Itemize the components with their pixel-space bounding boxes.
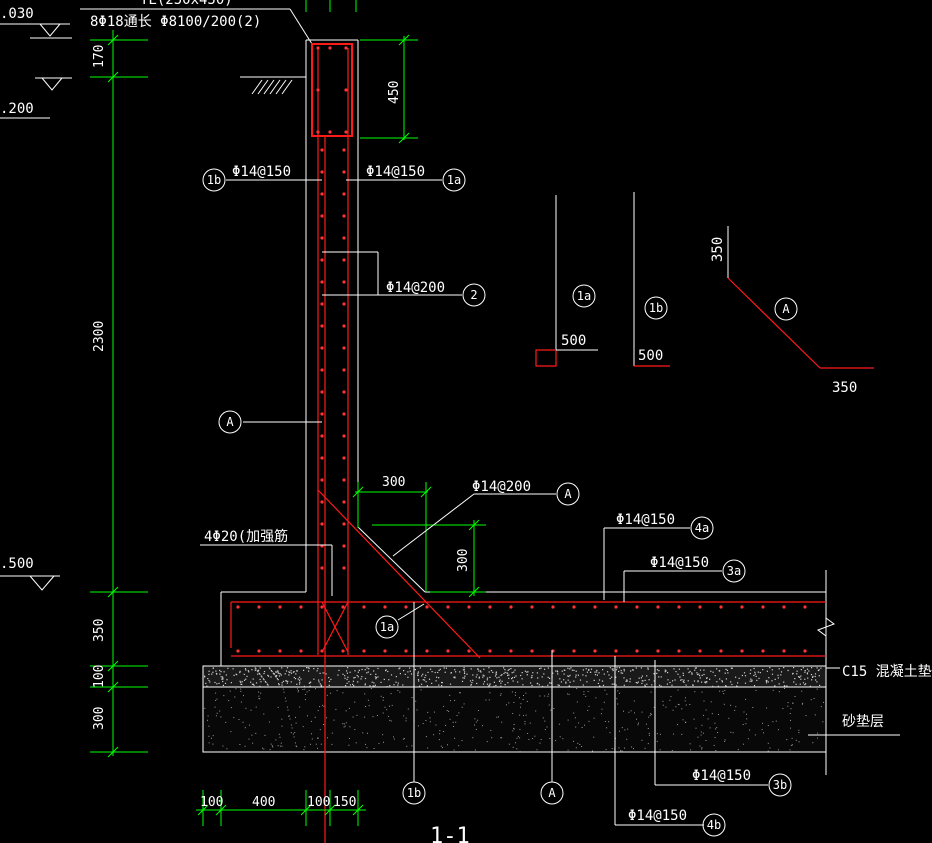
dim-300: 300 [92,707,107,730]
callout-1b-bottom: 1b [402,781,426,805]
ground-hatch [240,76,306,95]
svg-text:1b: 1b [649,301,663,315]
label-r4b: Φ14@150 [628,808,687,824]
svg-text:A: A [564,487,572,501]
label-reinforce: 4Φ20(加强筋 [204,528,288,545]
callouts: 1b 1a 2 A A 4a 3a 1a 1b A 3b 4b [202,168,792,837]
bent-350-h: 350 [832,380,857,396]
section-title: 1-1 [430,824,470,843]
label-r3a: Φ14@150 [650,555,709,571]
bar-details: 500 1a 500 1b 350 350 A [535,192,874,396]
layer-labels: C15 混凝土垫层 砂垫层 [842,664,932,730]
detail-callout-1b: 1b [644,296,668,320]
dim-haunch-h: 300 [456,549,471,572]
dim-beam-450: 450 [360,34,418,144]
svg-text:3b: 3b [773,778,787,792]
top-labels: TL(250x450) 8Φ18通长 Φ8100/200(2) [80,0,357,45]
dim-100: 100 [92,665,107,688]
callout-3b: 3b [768,773,792,797]
callout-1a-low: 1a [375,615,399,639]
beam-label: TL(250x450) [140,0,233,8]
dim-450: 450 [387,81,402,104]
svg-text:1a: 1a [380,620,394,634]
bent-500-a: 500 [561,333,586,349]
dim-b150: 150 [333,795,356,810]
detail-callout-1a: 1a [572,284,596,308]
bent-500-b: 500 [638,348,663,364]
callout-A-haunch: A [556,482,580,506]
svg-text:A: A [782,302,790,316]
label-rA: Φ14@200 [472,479,531,495]
dim-haunch: 300 300 [352,475,486,598]
callout-A: A [218,410,242,434]
dim-b100a: 100 [200,795,223,810]
left-dimension-chain: 170 2300 350 100 300 [90,30,148,758]
rebar-spec-label: 8Φ18通长 Φ8100/200(2) [90,14,261,30]
callout-A-bottom: A [540,781,564,805]
base-layers [202,570,836,775]
dim-2300: 2300 [92,321,107,352]
callout-4a: 4a [690,516,714,540]
leaders [200,179,900,826]
svg-text:1b: 1b [207,173,221,187]
dim-b400: 400 [252,795,275,810]
level-bottom: .500 [0,556,34,572]
svg-text:1b: 1b [407,786,421,800]
callout-1b: 1b [202,168,226,192]
rebar-labels: Φ14@150 Φ14@150 Φ14@200 Φ14@200 Φ14@150 … [204,164,751,824]
callout-2: 2 [462,283,486,307]
svg-text:4b: 4b [707,818,721,832]
level-top: .030 [0,6,34,22]
detail-callout-A: A [774,297,798,321]
level-marks: .030 .200 .500 [0,6,72,591]
label-r4a: Φ14@150 [616,512,675,528]
label-r1a: Φ14@150 [366,164,425,180]
label-r1b: Φ14@150 [232,164,291,180]
svg-text:1a: 1a [577,289,591,303]
dim-bottom: 100 400 100 150 [196,790,366,826]
svg-text:4a: 4a [695,521,709,535]
bent-350-v: 350 [710,237,726,262]
callout-3a: 3a [722,559,746,583]
callout-1a: 1a [442,168,466,192]
dim-170: 170 [92,45,107,68]
label-concrete: C15 混凝土垫层 [842,664,932,680]
dim-350: 350 [92,619,107,642]
dim-b100b: 100 [307,795,330,810]
label-sand: 砂垫层 [842,714,884,730]
svg-text:3a: 3a [727,564,741,578]
svg-text:A: A [548,786,556,800]
label-r3b: Φ14@150 [692,768,751,784]
svg-text:A: A [226,415,234,429]
callout-4b: 4b [702,813,726,837]
rebar [230,43,826,843]
svg-text:2: 2 [470,288,477,302]
level-mid: .200 [0,101,34,117]
svg-text:1a: 1a [447,173,461,187]
label-r2: Φ14@200 [386,280,445,296]
dim-haunch-w: 300 [382,475,405,490]
